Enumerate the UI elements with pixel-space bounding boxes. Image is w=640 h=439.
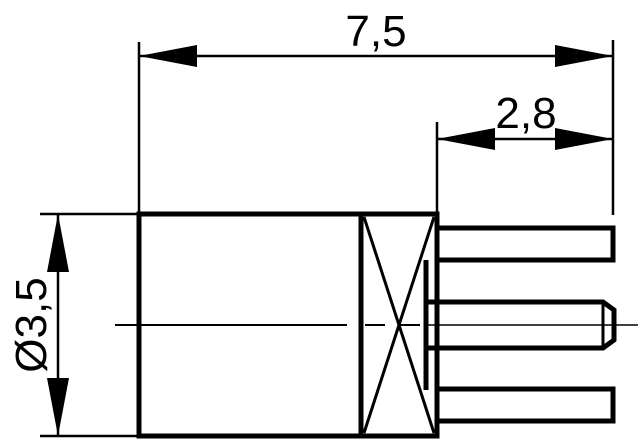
dimension-overall-length: 7,5 [137, 7, 615, 215]
arrow-left-icon [139, 45, 197, 67]
dimension-label-diameter: Ø3,5 [7, 277, 56, 372]
arrow-up-icon [47, 214, 69, 272]
top-pin [434, 225, 616, 263]
arrow-down-icon [47, 378, 69, 436]
dimension-label-2-8: 2,8 [495, 89, 556, 138]
dimension-label-7-5: 7,5 [345, 7, 406, 56]
dimension-pin-length: 2,8 [435, 89, 613, 215]
arrow-right-icon [555, 45, 613, 67]
dimension-diameter: Ø3,5 [7, 212, 139, 438]
arrow-right-icon [555, 128, 613, 150]
bottom-pin [434, 386, 616, 424]
arrow-left-icon [437, 128, 495, 150]
